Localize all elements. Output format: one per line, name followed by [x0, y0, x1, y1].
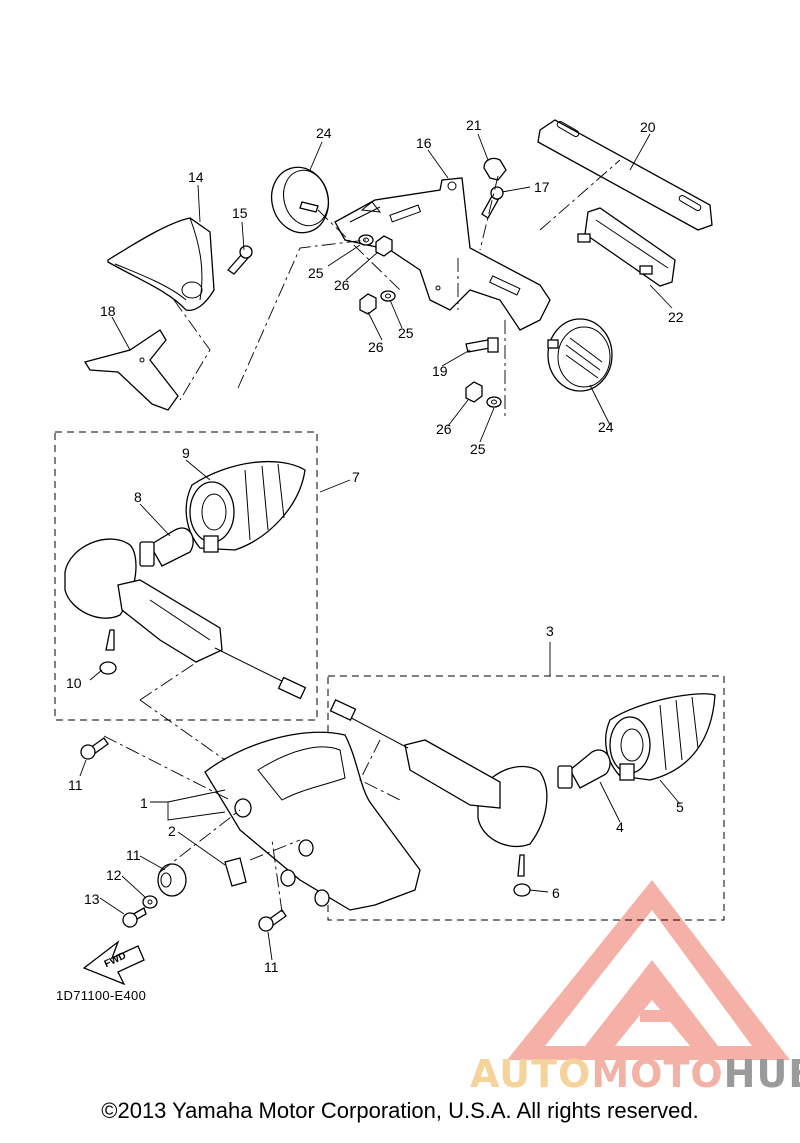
- callout-12: 11: [126, 847, 141, 863]
- fwd-arrow-icon: FWD: [82, 940, 145, 986]
- copyright-notice: ©2013 Yamaha Motor Corporation, U.S.A. A…: [101, 1098, 699, 1123]
- callout-26c: 26: [436, 421, 452, 437]
- part-4-bulb: [557, 749, 611, 789]
- callout-11a: 11: [68, 777, 83, 793]
- part-7-housing: [64, 538, 307, 700]
- callout-3: 3: [546, 623, 554, 639]
- part-5-lens: [605, 693, 716, 781]
- callout-1: 1: [140, 795, 148, 811]
- callout-25a: 25: [308, 265, 324, 281]
- part-10-screw: [99, 629, 117, 675]
- part-21-plate-bracket: [537, 119, 713, 231]
- watermark-part2: MOTO: [591, 1052, 724, 1096]
- callout-25b: 25: [398, 325, 414, 341]
- callout-2: 2: [168, 823, 176, 839]
- part-25-washer-c: [486, 396, 502, 408]
- part-3-housing: [329, 699, 548, 848]
- part-17-license-stay: [334, 177, 551, 331]
- part-23-license-light: [577, 207, 676, 287]
- callout-17: 16: [416, 135, 432, 151]
- callout-25c: 25: [470, 441, 486, 457]
- callout-numbers: 24 14 15 18 16 21 17 20 22 24 25 26 25 2…: [66, 117, 684, 975]
- callout-5: 5: [676, 799, 684, 815]
- callout-9: 9: [182, 445, 190, 461]
- part-12-damper: [157, 863, 187, 897]
- callout-23: 22: [668, 309, 684, 325]
- watermark-triangle-icon: [507, 880, 790, 1060]
- part-9-lens: [185, 461, 306, 553]
- callout-4: 4: [616, 819, 624, 835]
- callout-11b: 11: [264, 959, 279, 975]
- callout-20: 19: [432, 363, 448, 379]
- diagram-code: 1D71100-E400: [56, 988, 147, 1003]
- watermark-logo: AUTOMOTOHUB: [470, 1052, 800, 1096]
- callout-15: 14: [188, 169, 204, 185]
- part-25-washer-b: [380, 290, 396, 302]
- callout-6: 6: [552, 885, 560, 901]
- part-20-bolt: [465, 337, 499, 353]
- callout-13: 12: [106, 867, 122, 883]
- part-26-nut-a: [375, 235, 393, 257]
- callout-16: 15: [232, 205, 248, 221]
- part-19-bracket: [83, 329, 179, 411]
- part-1-grommets: [234, 798, 330, 907]
- part-15-cover: [107, 217, 215, 311]
- part-26-nut-c: [465, 381, 483, 403]
- part-8-bulb: [139, 527, 194, 567]
- part-11-bolt-top: [80, 737, 109, 760]
- callout-14: 13: [84, 891, 100, 907]
- callout-19: 18: [100, 303, 116, 319]
- callout-26b: 26: [368, 339, 384, 355]
- callout-24b: 24: [598, 419, 614, 435]
- part-24-reflector-right: [547, 318, 613, 392]
- watermark-part1: AUTO: [470, 1052, 592, 1096]
- part-24-reflector-left: [270, 166, 330, 234]
- part-22-nut: [483, 157, 507, 181]
- callout-21: 20: [640, 119, 656, 135]
- leader-lines: [79, 133, 681, 961]
- part-14-bolt: [122, 907, 147, 928]
- callout-8: 8: [134, 489, 142, 505]
- callout-24a: 24: [316, 125, 332, 141]
- callout-10: 10: [66, 675, 82, 691]
- part-11-bolt-bottom: [258, 909, 287, 932]
- part-16-screw: [227, 245, 253, 275]
- watermark-part3: HUB: [723, 1052, 800, 1096]
- part-13-washer: [142, 895, 158, 909]
- callout-18: 17: [534, 179, 550, 195]
- callout-26a: 26: [334, 277, 350, 293]
- part-2-collar: [224, 857, 247, 887]
- part-26-nut-b: [359, 293, 377, 315]
- callout-7: 7: [352, 469, 360, 485]
- callout-22: 21: [466, 117, 482, 133]
- part-6-screw: [513, 854, 531, 897]
- part-18-bolt: [481, 186, 504, 219]
